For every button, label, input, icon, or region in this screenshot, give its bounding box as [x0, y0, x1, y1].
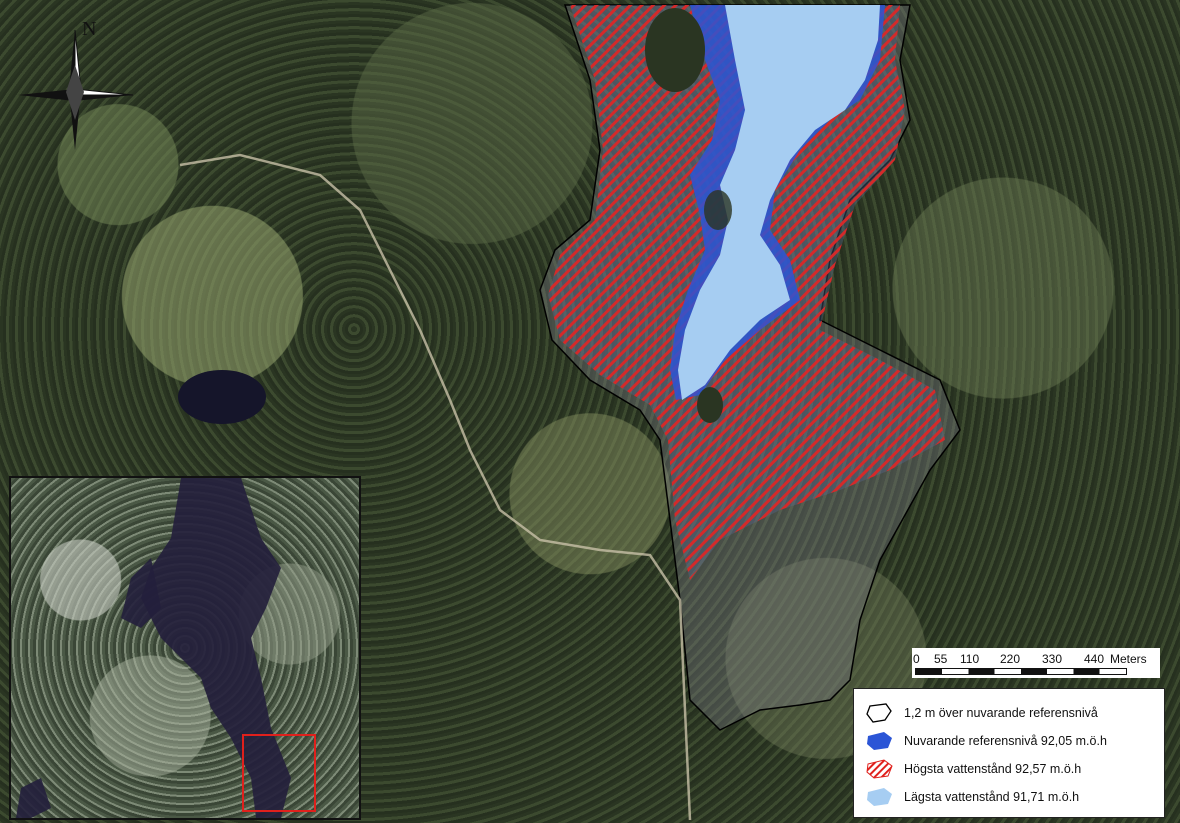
- legend-item-outline: 1,2 m över nuvarande referensnivå: [864, 701, 1098, 725]
- scale-tick: 220: [1000, 652, 1021, 666]
- inset-lake-shape: [16, 478, 291, 818]
- road: [179, 153, 692, 821]
- scale-unit: Meters: [1110, 652, 1147, 666]
- inset-overview-map[interactable]: [9, 476, 361, 820]
- light-blue-polygon-icon: [867, 788, 892, 806]
- scale-bar-graphic: [915, 668, 1127, 675]
- scale-tick: 0: [913, 652, 920, 666]
- legend-label: Lägsta vattenstånd 91,71 m.ö.h: [904, 790, 1080, 804]
- legend-item-reference: Nuvarande referensnivå 92,05 m.ö.h: [864, 729, 1107, 753]
- north-label: N: [82, 18, 97, 40]
- map-legend: 1,2 m över nuvarande referensnivå Nuvara…: [853, 688, 1165, 818]
- red-hatch-polygon-icon: [866, 759, 893, 779]
- north-arrow: N: [18, 10, 134, 150]
- scale-tick: 55: [934, 652, 948, 666]
- outline-polygon-icon: [866, 703, 892, 723]
- small-lake: [178, 370, 266, 424]
- island: [697, 387, 723, 423]
- north-arrow-icon: [18, 29, 134, 150]
- lowest-water-lake: [678, 5, 880, 400]
- inset-study-area-box: [242, 734, 316, 812]
- legend-label: 1,2 m över nuvarande referensnivå: [904, 706, 1098, 720]
- blue-fill-polygon-icon: [867, 732, 892, 750]
- island: [645, 8, 705, 92]
- scale-tick: 440: [1084, 652, 1105, 666]
- scale-tick: 330: [1042, 652, 1063, 666]
- scale-tick: 110: [960, 652, 980, 666]
- island: [704, 190, 732, 230]
- legend-label: Nuvarande referensnivå 92,05 m.ö.h: [904, 734, 1107, 748]
- legend-label: Högsta vattenstånd 92,57 m.ö.h: [904, 762, 1082, 776]
- legend-item-high-water: Högsta vattenstånd 92,57 m.ö.h: [864, 757, 1081, 781]
- scale-bar: 0 55 110 220 330 440 Meters: [912, 648, 1160, 678]
- legend-item-low-water: Lägsta vattenstånd 91,71 m.ö.h: [864, 785, 1079, 809]
